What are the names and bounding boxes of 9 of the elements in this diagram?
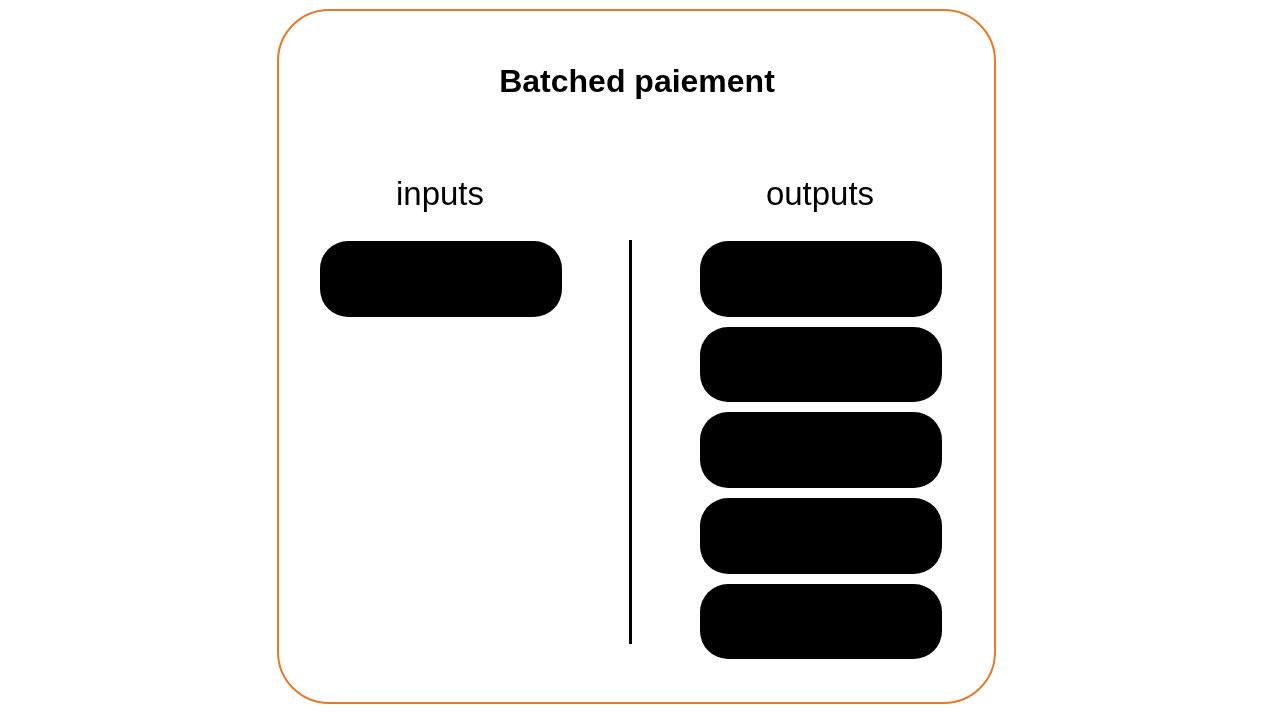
rounded-block — [700, 412, 942, 488]
rounded-block — [700, 241, 942, 317]
column-heading: outputs — [764, 174, 876, 214]
rounded-block — [700, 584, 942, 659]
rounded-block — [700, 498, 942, 574]
rounded-block — [320, 241, 562, 317]
diagram-title: Batched paiement — [498, 62, 776, 101]
rounded-block — [700, 327, 942, 402]
column-heading: inputs — [394, 174, 486, 214]
